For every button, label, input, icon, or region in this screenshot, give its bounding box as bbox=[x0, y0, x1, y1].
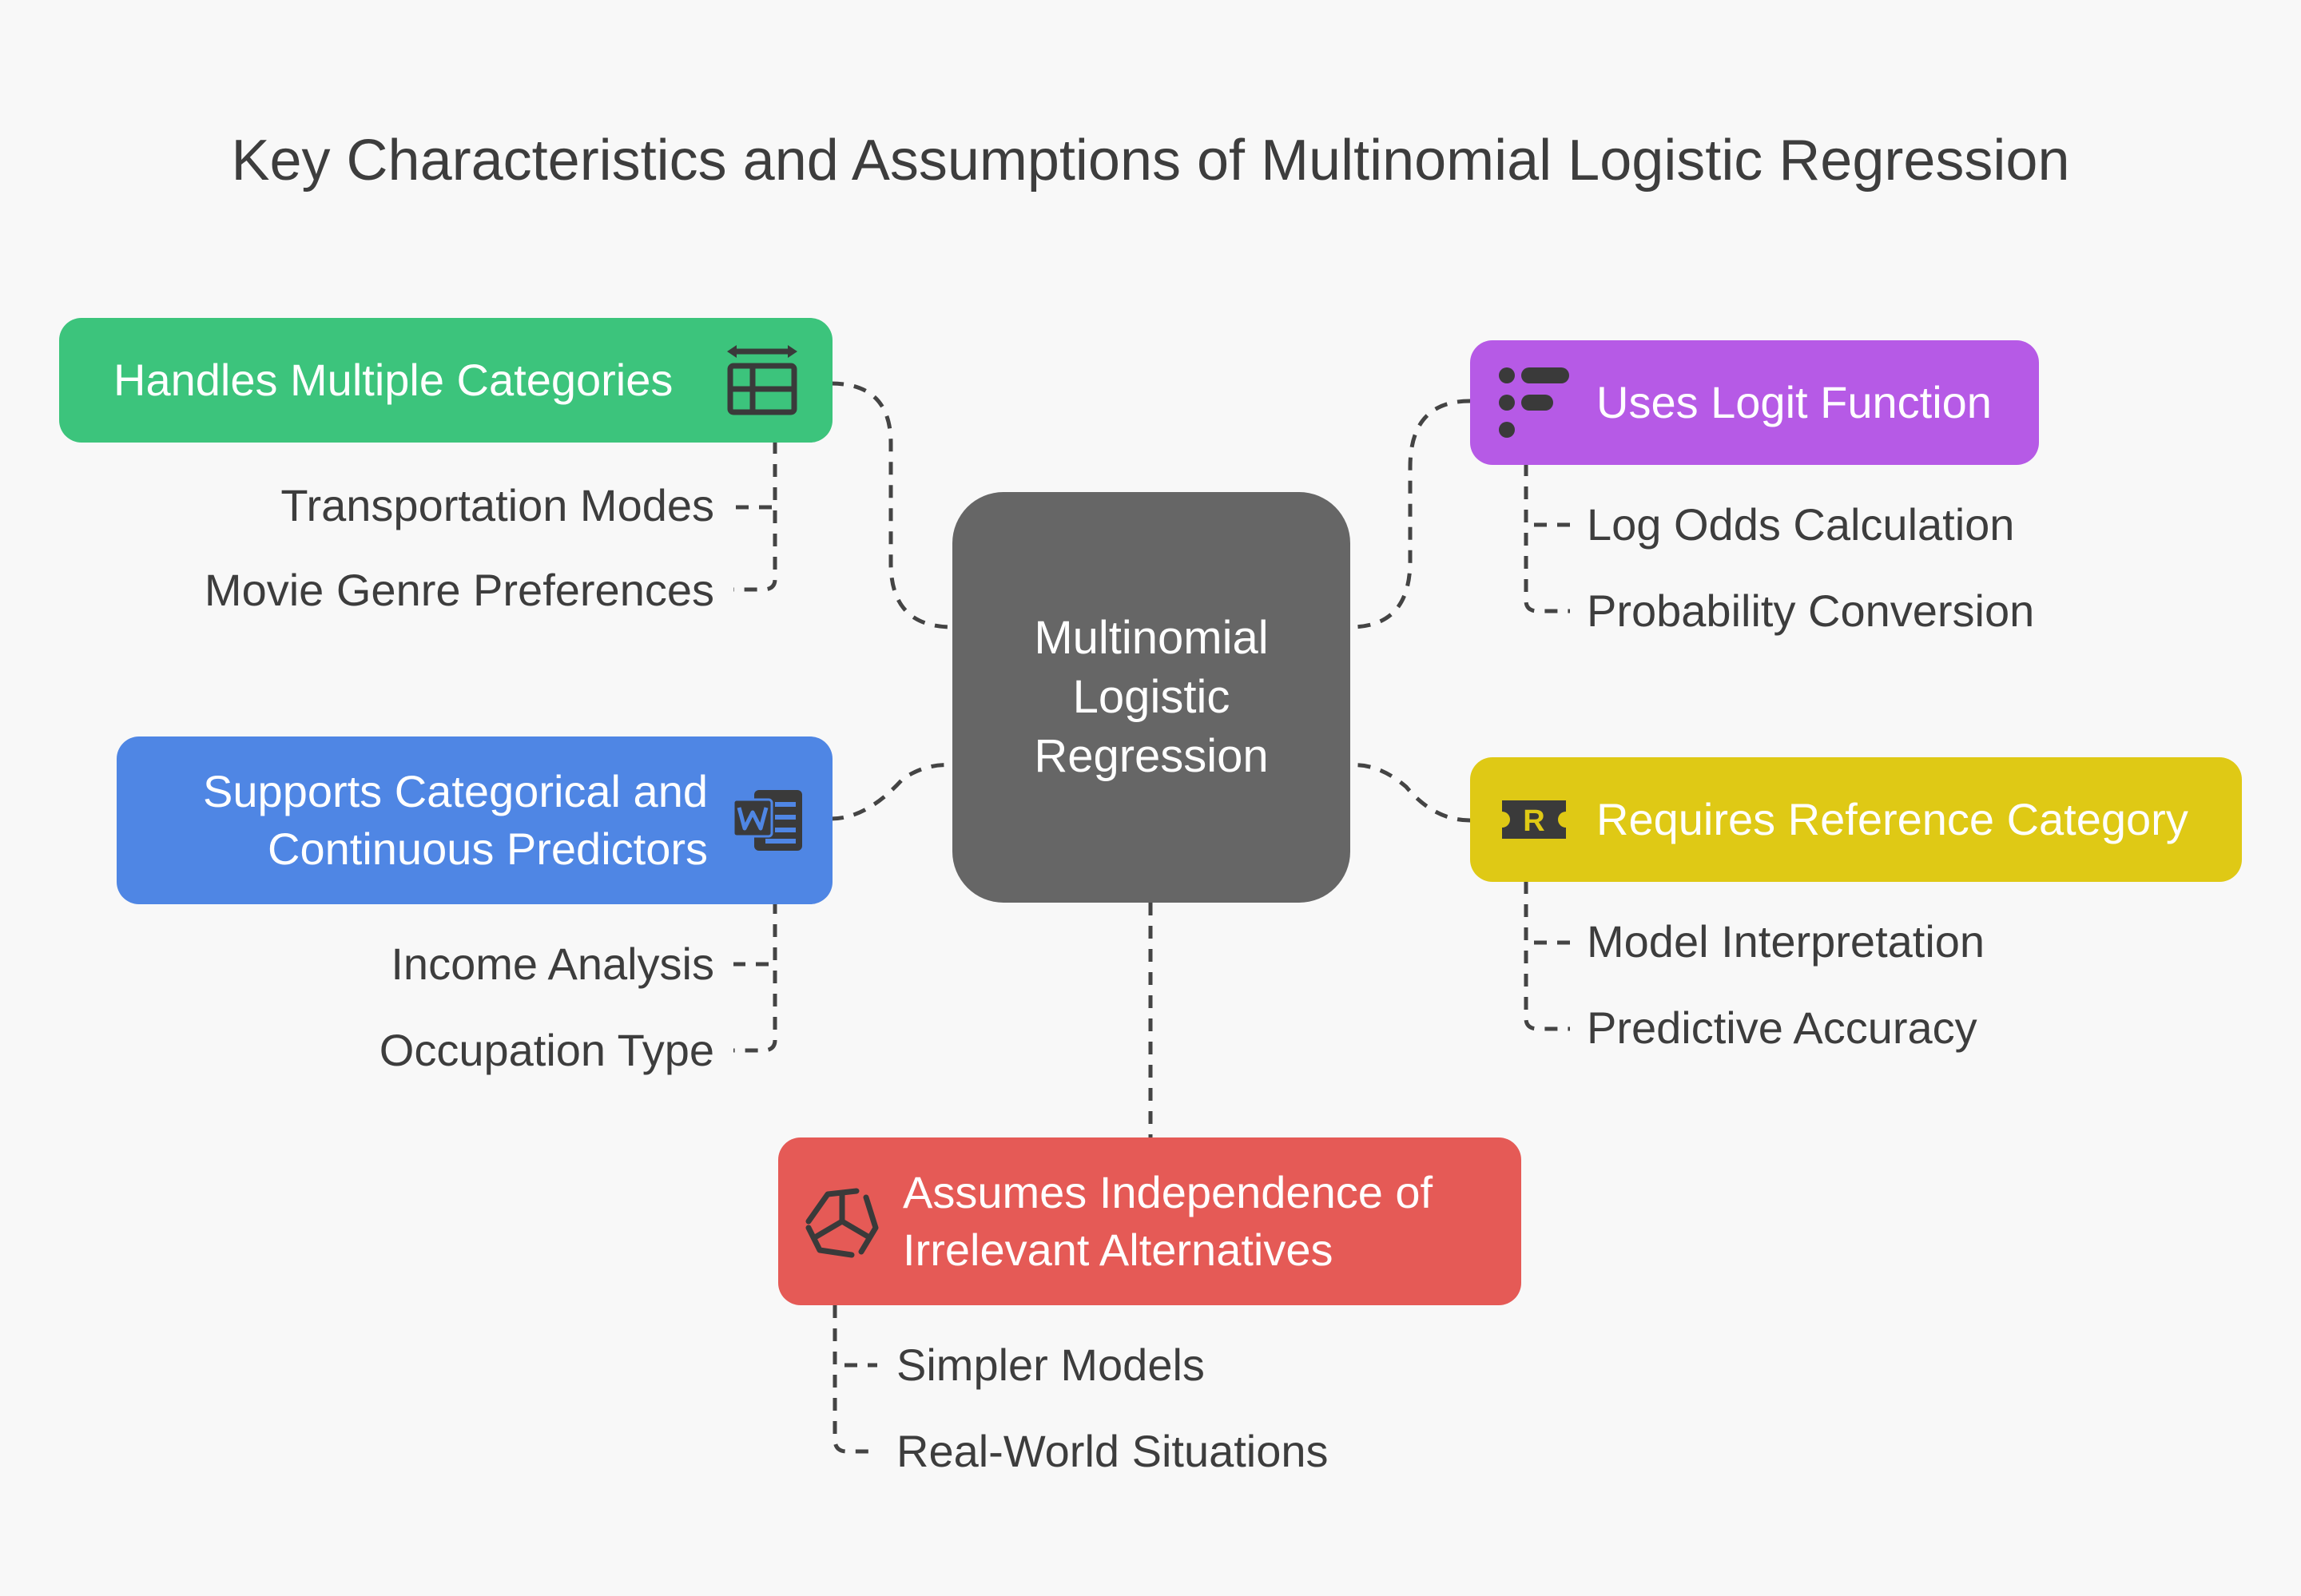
branch-label: Handles Multiple Categories bbox=[113, 355, 674, 405]
branch-supports-predictors: Supports Categorical and Continuous Pred… bbox=[117, 736, 833, 904]
table-columns-icon bbox=[727, 345, 797, 415]
diagram-title: Key Characteristics and Assumptions of M… bbox=[231, 129, 2070, 193]
list-bullets-icon bbox=[1499, 367, 1569, 438]
leaf-model-interpretation: Model Interpretation bbox=[1587, 916, 1985, 967]
word-document-icon bbox=[732, 790, 802, 851]
branch-uses-logit-function: Uses Logit Function bbox=[1470, 340, 2039, 465]
unity-logo-icon bbox=[805, 1188, 879, 1258]
branch-label: Supports Categorical and Continuous Pred… bbox=[203, 766, 708, 874]
central-node: Multinomial Logistic Regression bbox=[952, 492, 1350, 903]
leaf-transportation-modes: Transportation Modes bbox=[280, 480, 714, 530]
leaf-log-odds-calculation: Log Odds Calculation bbox=[1587, 499, 2015, 550]
branch-handles-multiple-categories: Handles Multiple Categories bbox=[59, 318, 833, 443]
branch-requires-reference-category: R Requires Reference Category bbox=[1470, 757, 2242, 882]
leaf-occupation-type: Occupation Type bbox=[379, 1025, 714, 1075]
branch-label: Uses Logit Function bbox=[1596, 377, 1992, 427]
branch-label: Assumes Independence of Irrelevant Alter… bbox=[903, 1167, 1433, 1275]
branch-assumes-independence: Assumes Independence of Irrelevant Alter… bbox=[778, 1137, 1521, 1305]
leaf-predictive-accuracy: Predictive Accuracy bbox=[1587, 1002, 1977, 1053]
leaf-simpler-models: Simpler Models bbox=[896, 1340, 1205, 1390]
leaf-movie-genre-preferences: Movie Genre Preferences bbox=[204, 565, 714, 615]
branch-label: Requires Reference Category bbox=[1596, 794, 2188, 844]
leaf-probability-conversion: Probability Conversion bbox=[1587, 586, 2035, 636]
leaf-income-analysis: Income Analysis bbox=[391, 939, 714, 989]
leaf-real-world-situations: Real-World Situations bbox=[896, 1426, 1329, 1476]
svg-text:R: R bbox=[1523, 804, 1544, 838]
central-node-label: Multinomial Logistic Regression bbox=[1034, 612, 1269, 782]
r-ticket-icon: R bbox=[1502, 800, 1566, 839]
